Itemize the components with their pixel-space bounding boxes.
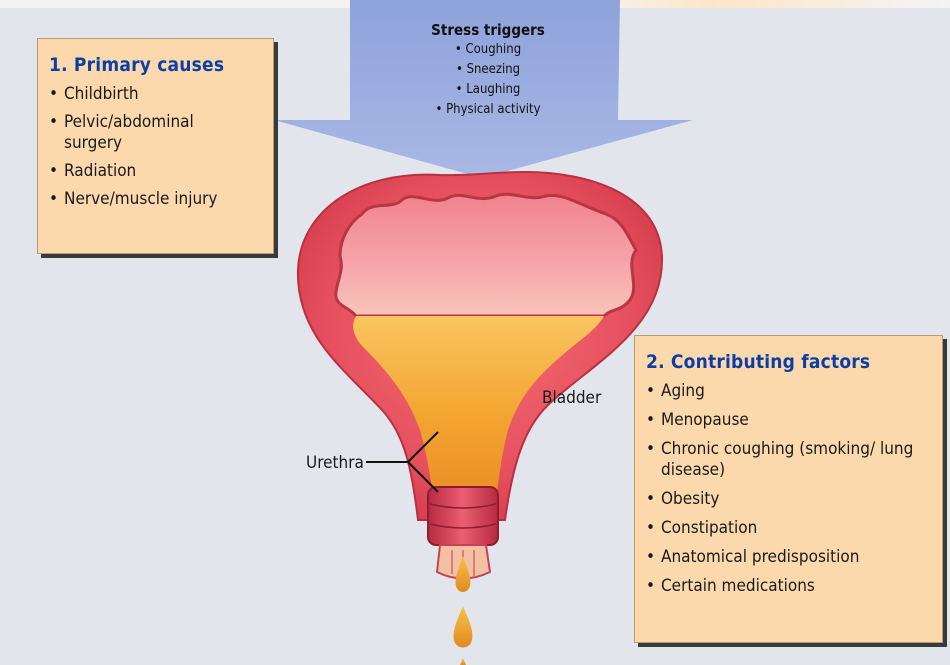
- contributing-factors-list: Aging Menopause Chronic coughing (smokin…: [646, 381, 942, 597]
- list-item: Obesity: [646, 489, 942, 510]
- list-item: Childbirth: [49, 84, 273, 105]
- urethra-label: Urethra: [306, 453, 364, 473]
- list-item: Pelvic/abdominal surgery: [49, 112, 254, 154]
- bladder-shape: [298, 172, 662, 665]
- stress-trigger-item: • Physical activity: [388, 100, 588, 120]
- primary-causes-title: 1. Primary causes: [49, 54, 273, 76]
- list-item: Chronic coughing (smoking/ lung disease): [646, 439, 921, 481]
- list-item: Constipation: [646, 518, 942, 539]
- list-item: Menopause: [646, 410, 942, 431]
- list-item: Anatomical predisposition: [646, 547, 942, 568]
- contributing-factors-title: 2. Contributing factors: [646, 351, 942, 373]
- list-item: Nerve/muscle injury: [49, 189, 273, 210]
- stress-trigger-item: • Coughing: [388, 40, 588, 60]
- bladder-label: Bladder: [542, 388, 601, 408]
- stress-triggers-title: Stress triggers: [388, 20, 588, 40]
- primary-causes-list: Childbirth Pelvic/abdominal surgery Radi…: [49, 84, 273, 210]
- stress-triggers: Stress triggers • Coughing • Sneezing • …: [388, 20, 588, 120]
- stress-trigger-item: • Sneezing: [388, 60, 588, 80]
- list-item: Certain medications: [646, 576, 942, 597]
- contributing-factors-box: 2. Contributing factors Aging Menopause …: [634, 335, 943, 643]
- primary-causes-box: 1. Primary causes Childbirth Pelvic/abdo…: [37, 38, 274, 254]
- stress-trigger-item: • Laughing: [388, 80, 588, 100]
- list-item: Radiation: [49, 161, 273, 182]
- list-item: Aging: [646, 381, 942, 402]
